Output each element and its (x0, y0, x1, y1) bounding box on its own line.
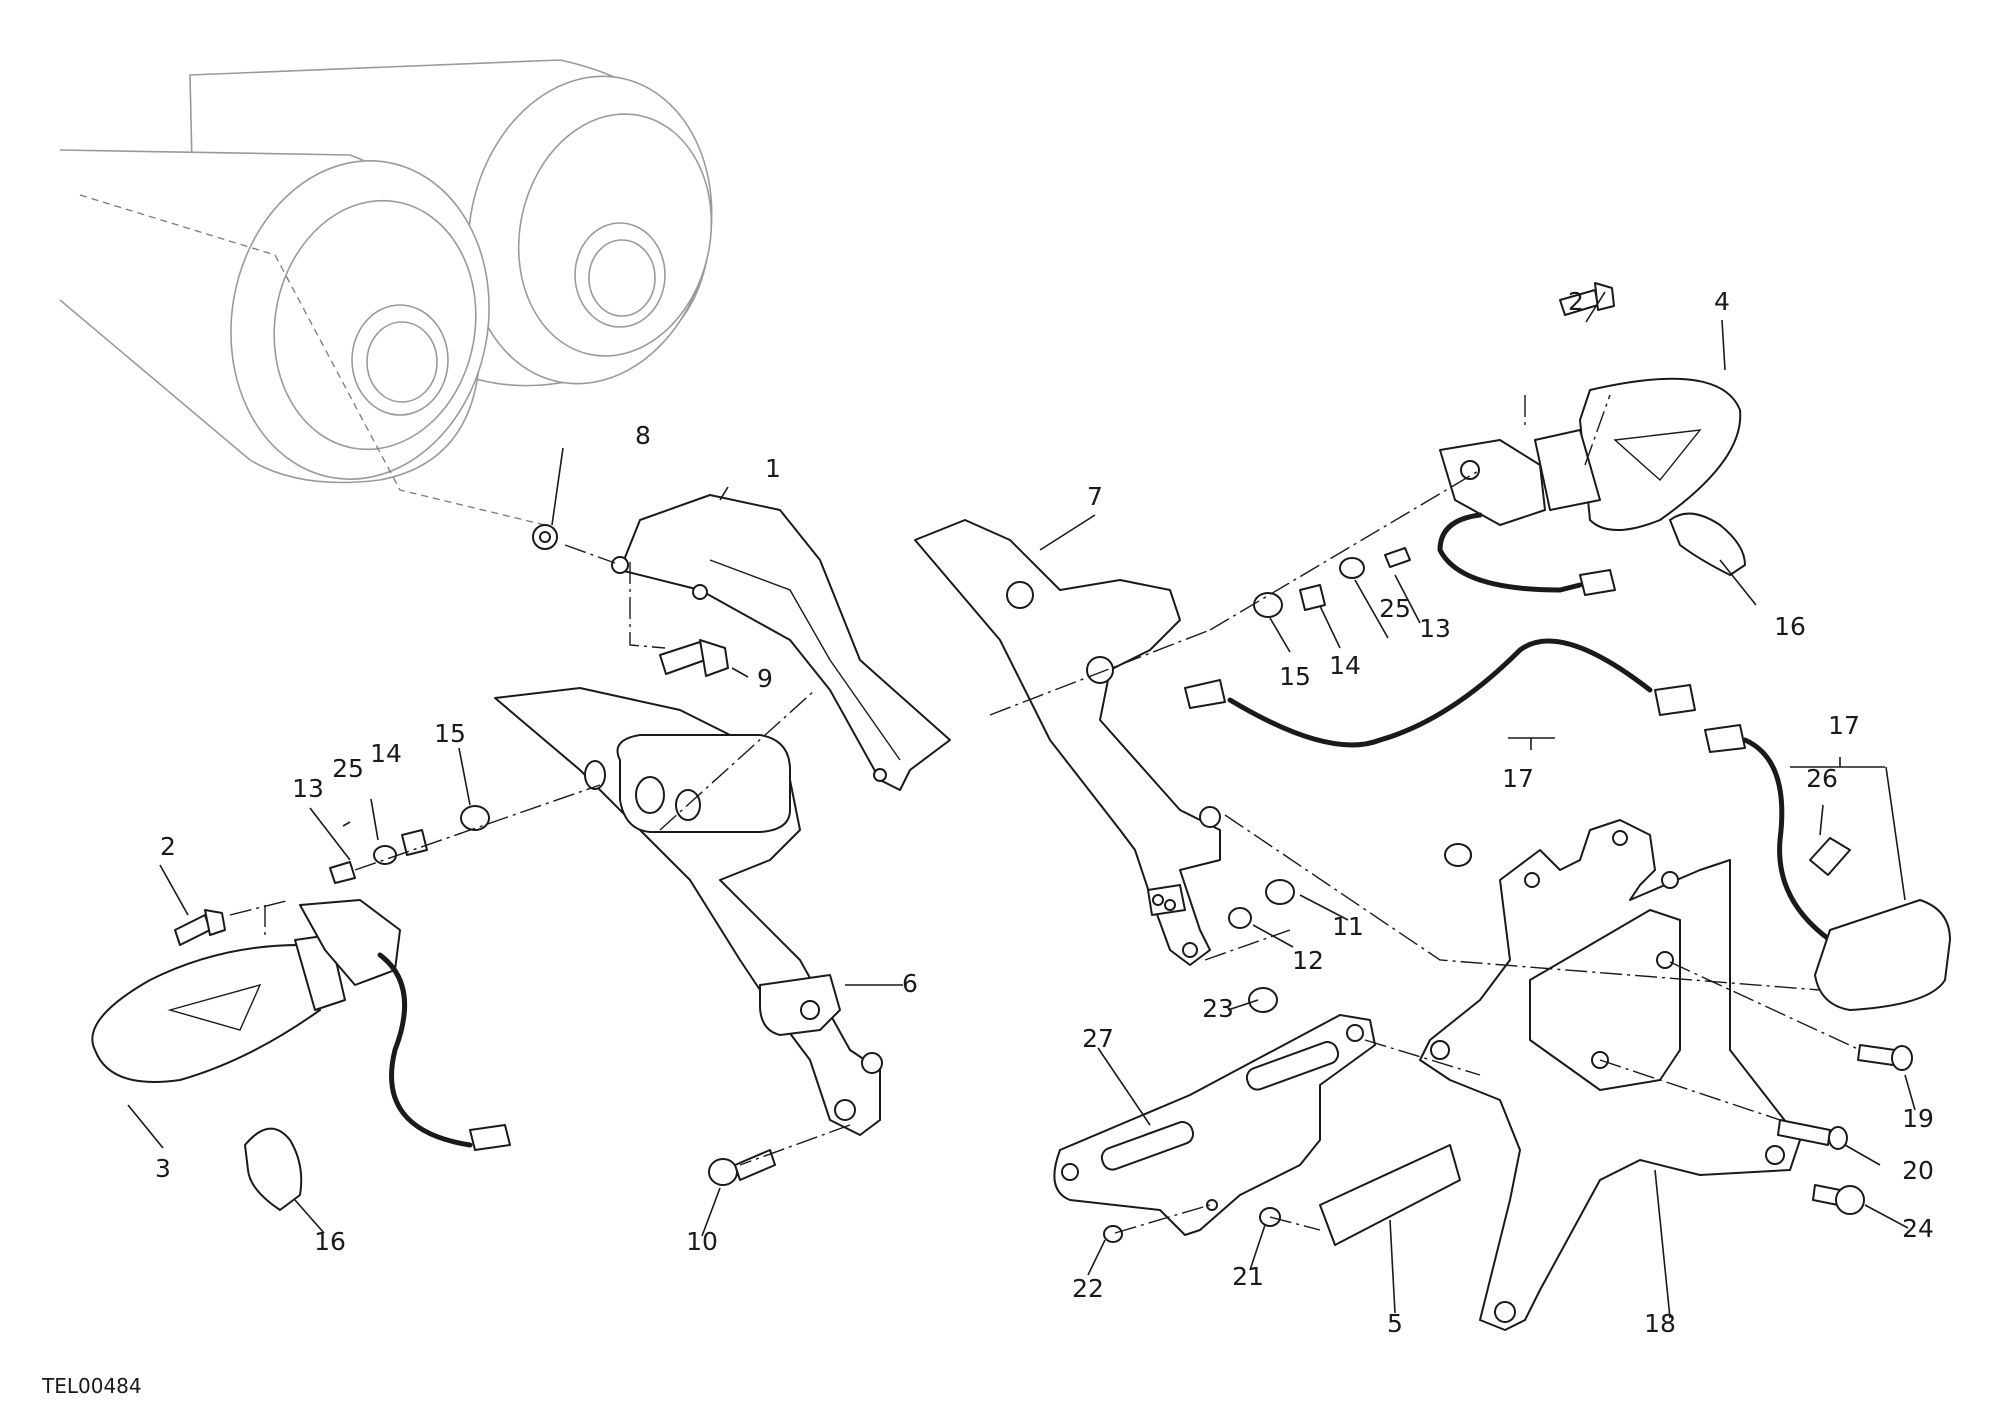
callout-14-upper: 14 (1329, 651, 1361, 680)
part-8-washer (532, 524, 558, 550)
part-5-reflector (1319, 1144, 1461, 1246)
callout-22: 22 (1072, 1274, 1104, 1303)
callout-16-left: 16 (314, 1227, 346, 1256)
callout-6: 6 (902, 969, 918, 998)
part-17-wiring-harness (1184, 638, 1951, 1011)
callout-2-upper: 2 (1568, 287, 1584, 316)
part-10-bolt (708, 1149, 776, 1186)
part-16-bulb-left (244, 1127, 303, 1211)
callout-1: 1 (765, 454, 781, 483)
part-1-bracket (611, 494, 951, 791)
part-16-bulb-right (1669, 512, 1746, 576)
assembly-lines (229, 394, 1861, 1234)
callout-16-right: 16 (1774, 612, 1806, 641)
parts-21-22-23-nuts (1103, 987, 1281, 1243)
part-6-bracket (494, 687, 883, 1136)
part-2-bolt-upper (1559, 282, 1615, 316)
callout-23: 23 (1202, 994, 1234, 1023)
callout-21: 21 (1232, 1262, 1264, 1291)
part-2-bolt-lower (174, 909, 226, 946)
spacer-group-right (1253, 547, 1411, 618)
callout-18: 18 (1644, 1309, 1676, 1338)
callout-labels: 1 2 2 3 4 5 6 7 8 9 10 11 12 13 13 14 14… (155, 287, 1934, 1338)
part-9-bolt (659, 639, 729, 677)
exhaust-silencers (59, 59, 713, 484)
callout-7: 7 (1087, 482, 1103, 511)
callout-5: 5 (1387, 1309, 1403, 1338)
callout-3: 3 (155, 1154, 171, 1183)
callout-11: 11 (1332, 912, 1364, 941)
part-18-plate-holder (1419, 819, 1801, 1331)
callout-9: 9 (757, 664, 773, 693)
spacer-group-left (329, 805, 490, 884)
callout-25-lower: 25 (332, 754, 364, 783)
callout-17-lamp: 17 (1828, 711, 1860, 740)
callout-26: 26 (1806, 764, 1838, 793)
part-4-turn-signal-right (1437, 377, 1742, 596)
callout-2-lower: 2 (160, 832, 176, 861)
callout-4: 4 (1714, 287, 1730, 316)
callout-14-lower: 14 (370, 739, 402, 768)
part-7-bracket (914, 519, 1221, 966)
callout-27: 27 (1082, 1024, 1114, 1053)
part-3-turn-signal-left (91, 899, 511, 1151)
callout-19: 19 (1902, 1104, 1934, 1133)
callout-10: 10 (686, 1227, 718, 1256)
bolts-19-20-24 (1777, 1044, 1913, 1215)
callout-25-upper: 25 (1379, 594, 1411, 623)
callout-13-lower: 13 (292, 774, 324, 803)
leader-lines (127, 291, 1916, 1319)
callout-17-harness: 17 (1502, 764, 1534, 793)
part-11-12-washers (1228, 879, 1295, 929)
callout-15-lower: 15 (434, 719, 466, 748)
drawing-code: TEL00484 (41, 1374, 142, 1398)
callout-20: 20 (1902, 1156, 1934, 1185)
callout-12: 12 (1292, 946, 1324, 975)
spacer-15-plate (1444, 843, 1472, 867)
part-26-bulb (1809, 837, 1851, 876)
callout-15-upper: 15 (1279, 662, 1311, 691)
callout-8: 8 (635, 421, 651, 450)
callout-24: 24 (1902, 1214, 1934, 1243)
callout-13-upper: 13 (1419, 614, 1451, 643)
part-27-reflector-bracket (1053, 1014, 1376, 1236)
